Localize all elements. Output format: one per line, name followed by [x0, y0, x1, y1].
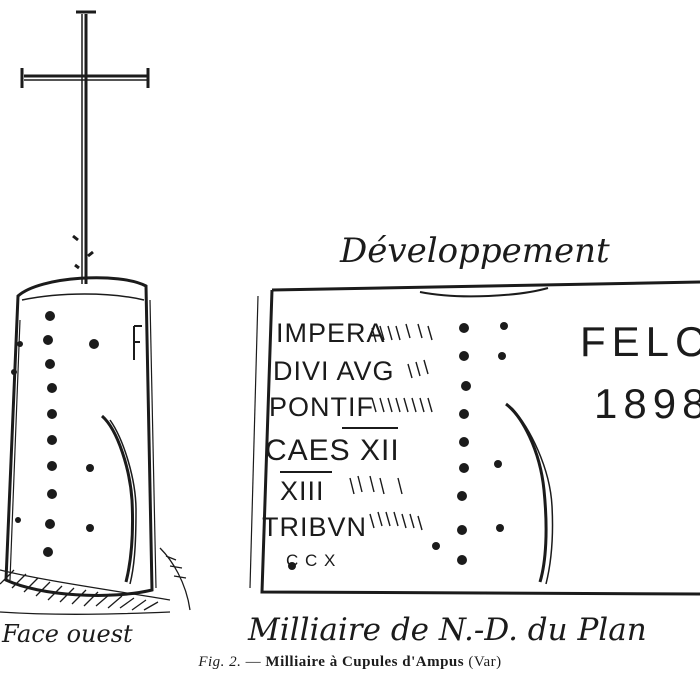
cupules-left [11, 311, 99, 557]
inscription-line-6: TRIBVN [262, 512, 367, 542]
cupules-right [288, 322, 508, 570]
stamp-line-2: 1898 [594, 380, 700, 427]
label-milliaire: Milliaire de N.-D. du Plan [247, 612, 647, 648]
cross-icon [20, 10, 150, 284]
caption-dash: — [241, 654, 266, 670]
inscription-line-2: DIVI AVG [273, 356, 395, 386]
inscription-line-5: XIII [280, 476, 325, 506]
caption-region: (Var) [464, 654, 502, 670]
figure-caption: Fig. 2. — Milliaire à Cupules d'Ampus (V… [0, 654, 700, 671]
development-panel [249, 280, 700, 596]
caption-title: Milliaire à Cupules d'Ampus [265, 654, 465, 670]
label-face-ouest: Face ouest [1, 620, 133, 648]
inscription-line-1: IMPERA [276, 318, 386, 348]
heading-developpement: Développement [339, 231, 610, 271]
date-stamp: FELC 1898 [580, 318, 700, 427]
stamp-line-1: FELC [580, 318, 700, 365]
inscription-line-4: CAES XII [265, 434, 400, 467]
inscription-line-7: C C X [286, 551, 336, 570]
caption-fig-number: Fig. 2. [198, 654, 242, 670]
inscription-line-3: PONTIF [269, 392, 374, 422]
milestone-face-ouest [0, 10, 191, 615]
roman-inscription: IMPERA DIVI AVG PONTIF CAES XII XIII TRI… [262, 318, 400, 570]
